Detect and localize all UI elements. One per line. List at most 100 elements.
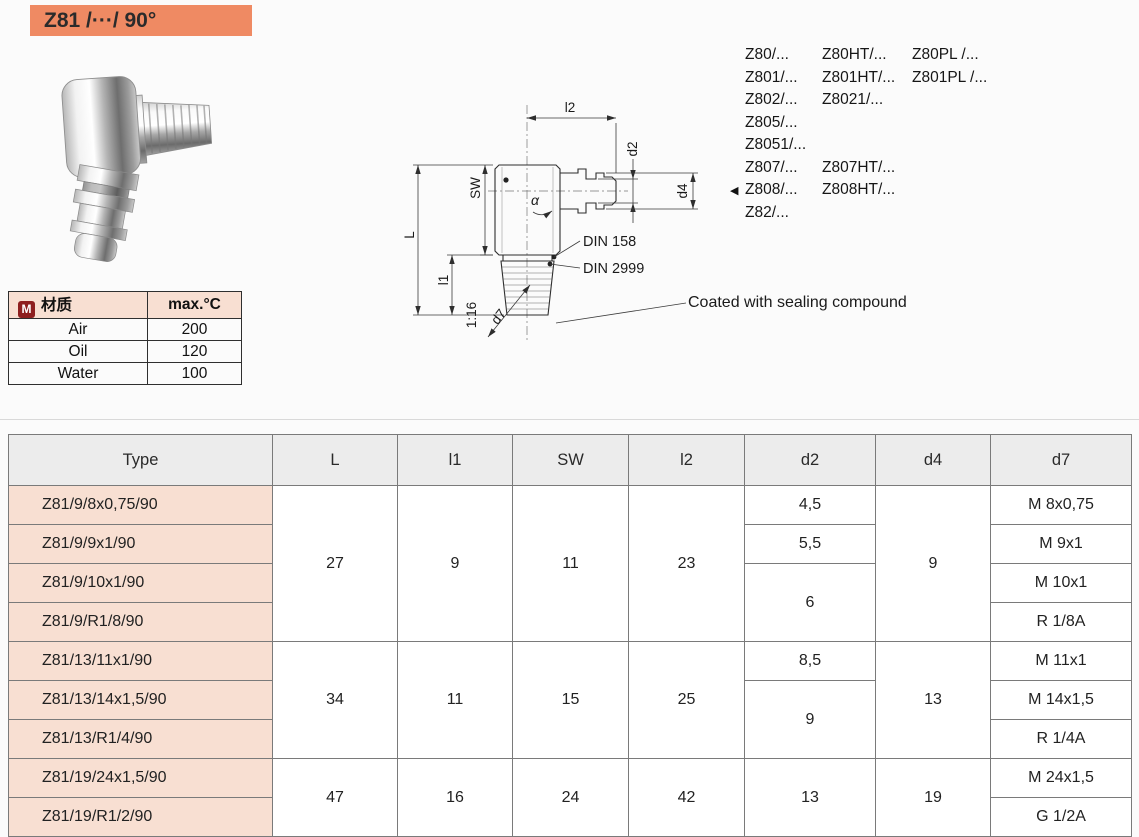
col-header-type: Type [8,434,273,486]
col-header-L: L [272,434,398,486]
elbow-fitting-shape [61,76,213,262]
medium-icon: M [18,300,35,318]
spec-row: Z81/9/10x1/90 6 M 10x1 [8,563,1132,642]
d7-cell: R 1/4A [990,719,1132,759]
taper-label: 1:16 [464,302,479,328]
L-cell: 47 [272,758,398,837]
model-ref: Z807/... [745,158,798,176]
type-cell: Z81/9/8x0,75/90 [8,485,273,525]
dim-l1: l1 [436,254,493,315]
material-header-cell: M 材质 [8,291,148,319]
model-ref: Z8051/... [745,136,807,153]
related-row: Z801/... Z801HT/... Z801PL /... [745,67,987,90]
model-ref: Z805/... [745,113,798,131]
l2-cell: 42 [628,758,745,837]
d2-cell: 5,5 [744,524,876,564]
col-header-SW: SW [512,434,629,486]
product-photo [61,76,213,262]
d4-cell: 13 [875,641,991,759]
material-header-row: M 材质 max.°C [8,291,242,319]
model-ref: Z802/... [745,91,798,108]
medium-cell: Air [8,318,148,341]
model-ref: Z808HT/... [822,181,896,198]
type-cell: Z81/13/R1/4/90 [8,719,273,759]
L-cell: 27 [272,485,398,642]
dim-label-L: L [402,231,417,239]
L-cell: 34 [272,641,398,759]
weep-hole-dot [503,177,509,183]
d7-cell: G 1/2A [990,797,1132,837]
d2-cell: 9 [744,680,876,759]
type-cell: Z81/19/R1/2/90 [8,797,273,837]
angle-label: α [531,192,540,208]
d7-cell: M 9x1 [990,524,1132,564]
din-callouts: DIN 158 DIN 2999 [547,234,644,277]
section-divider [0,419,1139,420]
spec-row: Z81/9/9x1/90 5,5 M 9x1 [8,524,1132,564]
SW-cell: 11 [512,485,629,642]
dim-label-d2: d2 [625,141,640,156]
type-cell: Z81/19/24x1,5/90 [8,758,273,798]
current-model-marker-icon: ◀ [730,185,739,197]
d7-cell: R 1/8A [990,602,1132,642]
spec-row: Z81/19/24x1,5/90 47 16 24 42 13 19 M 24x… [8,758,1132,837]
max-temp-header: max.°C [147,291,242,319]
col-header-l2: l2 [628,434,745,486]
dim-label-l2: l2 [565,100,576,115]
sealing-note: Coated with sealing compound [555,294,907,324]
din2999-label: DIN 2999 [583,261,644,277]
d2-cell: 8,5 [744,641,876,681]
dim-d7: d7 [487,284,531,338]
related-row: Z805/... [745,112,987,135]
l1-cell: 11 [397,641,513,759]
related-row: Z80/... Z80HT/... Z80PL /... [745,44,987,67]
type-cell: Z81/13/11x1/90 [8,641,273,681]
d4-cell: 9 [875,485,991,642]
type-cell: Z81/9/10x1/90 [8,563,273,603]
d7-cell: M 10x1 [990,563,1132,603]
technical-drawing: l2 d2 d4 SW L [402,100,907,340]
related-models-list: Z80/... Z80HT/... Z80PL /... Z801/... Z8… [730,44,987,225]
related-row: Z82/... [745,202,987,225]
spec-row: Z81/13/14x1,5/90 9 M 14x1,5 [8,680,1132,759]
type-cell: Z81/9/9x1/90 [8,524,273,564]
d2-cell: 6 [744,563,876,642]
SW-cell: 15 [512,641,629,759]
model-ref: Z80PL /... [912,46,979,63]
model-ref: Z801PL /... [912,68,988,86]
model-ref: Z801HT/... [822,68,896,86]
material-row: Water 100 [8,362,242,385]
l1-cell: 9 [397,485,513,642]
spec-row: Z81/19/R1/2/90 G 1/2A [8,797,1132,837]
d2-cell: 13 [744,758,876,837]
related-row-current: ◀ Z808/... Z808HT/... [730,179,987,202]
col-header-l1: l1 [397,434,513,486]
dim-d4: d4 [606,172,698,210]
material-row: Oil 120 [8,340,242,363]
medium-cell: Water [8,362,148,385]
dim-label-l1: l1 [436,275,451,286]
plug-nipple-shape [69,164,140,262]
model-ref: Z82/... [745,203,789,221]
dim-label-d4: d4 [675,183,690,199]
medium-cell: Oil [8,340,148,363]
type-cell: Z81/13/14x1,5/90 [8,680,273,720]
SW-cell: 24 [512,758,629,837]
related-row: Z807/... Z807HT/... [745,157,987,180]
dim-d2: d2 [598,141,640,223]
l2-cell: 23 [628,485,745,642]
related-row: Z802/... Z8021/... [745,89,987,112]
d7-cell: M 24x1,5 [990,758,1132,798]
angle-alpha: α [531,192,553,219]
d7-cell: M 14x1,5 [990,680,1132,720]
dim-label-d7: d7 [488,306,509,327]
col-header-d2: d2 [744,434,876,486]
dim-L: L [402,164,504,316]
dim-sw: SW [468,165,493,256]
material-header-label: 材质 [41,296,73,314]
d2-cell: 4,5 [744,485,876,525]
fitting-front-view [494,164,617,316]
related-row: Z8051/... [745,134,987,157]
